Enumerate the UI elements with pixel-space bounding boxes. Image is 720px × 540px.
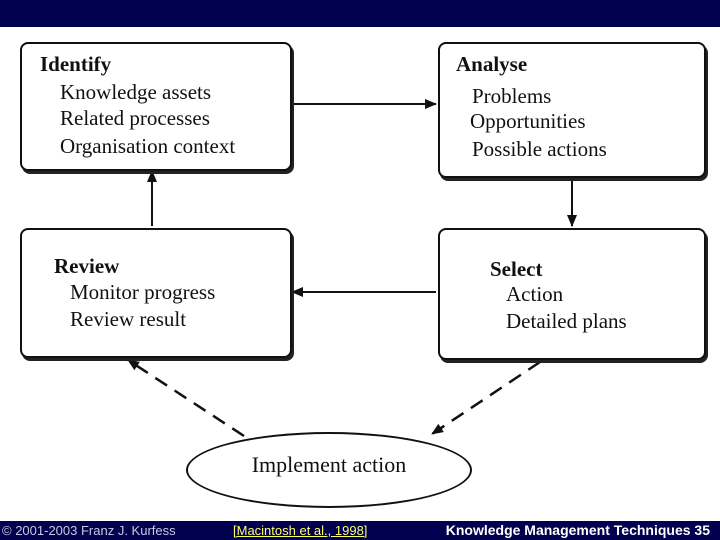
review-item: Review result xyxy=(70,307,187,331)
implement-oval xyxy=(186,432,472,508)
implement-label: Implement action xyxy=(251,452,407,477)
analyse-item: Possible actions xyxy=(472,137,607,161)
arrow-select-to-implement xyxy=(431,360,541,436)
identify-title: Identify xyxy=(40,52,112,76)
identify-item: Organisation context xyxy=(60,134,236,158)
identify-item: Related processes xyxy=(60,106,210,130)
select-title: Select xyxy=(490,257,543,281)
footer-copyright: © 2001-2003 Franz J. Kurfess xyxy=(2,523,176,538)
analyse-item: Opportunities xyxy=(470,109,586,133)
title-bar xyxy=(0,0,720,27)
footer-citation-link[interactable]: [Macintosh et al., 1998] xyxy=(233,523,368,538)
analyse-box xyxy=(438,42,706,178)
arrow-implement-to-review xyxy=(127,358,245,438)
identify-box xyxy=(20,42,292,171)
review-title: Review xyxy=(54,254,120,278)
review-item: Monitor progress xyxy=(70,280,216,304)
analyse-title: Analyse xyxy=(456,52,528,76)
select-box xyxy=(438,228,706,360)
analyse-item: Problems xyxy=(472,84,552,108)
footer-course-title: Knowledge Management Techniques 35 xyxy=(445,522,710,538)
review-box xyxy=(20,228,292,358)
select-item: Detailed plans xyxy=(506,309,627,333)
identify-item: Knowledge assets xyxy=(60,80,212,104)
select-item: Action xyxy=(506,282,564,306)
footer-bar xyxy=(0,521,720,540)
